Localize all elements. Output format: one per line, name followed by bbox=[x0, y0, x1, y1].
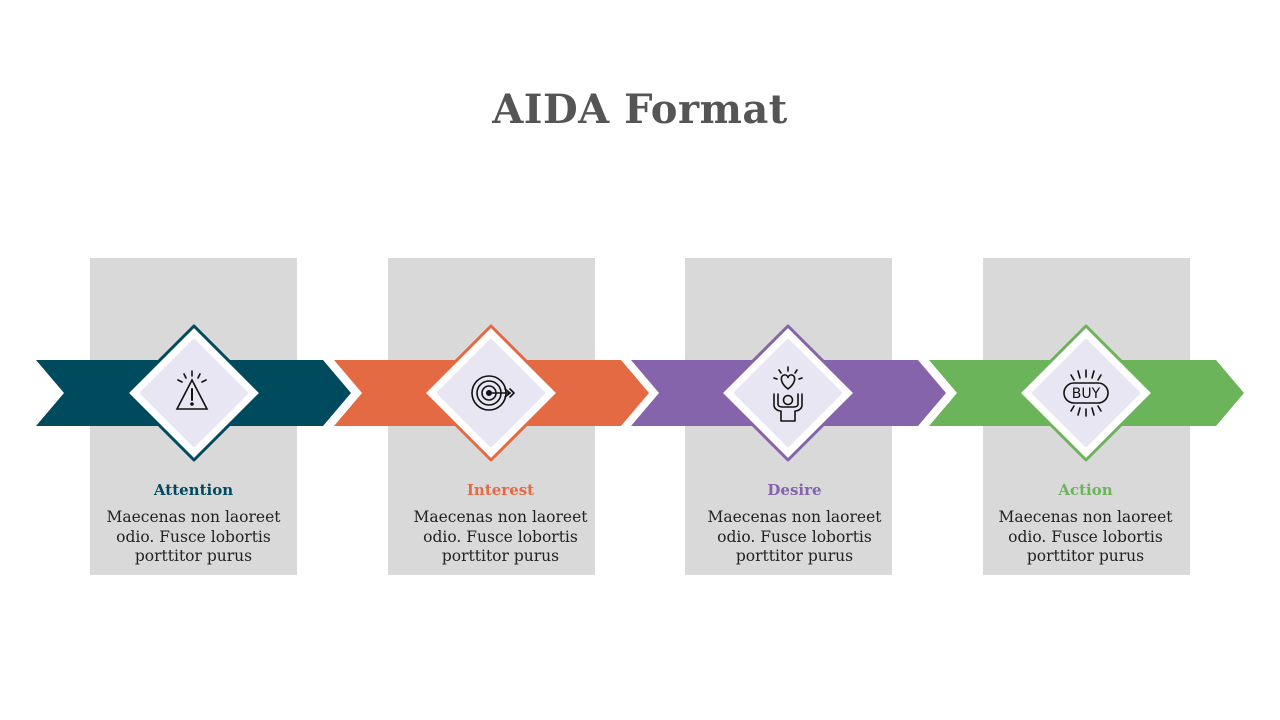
stage-heading-action: Action bbox=[1058, 481, 1113, 499]
stage-description-action: Maecenas non laoreet odio. Fusce loborti… bbox=[998, 508, 1173, 565]
warning-triangle-icon bbox=[152, 351, 232, 431]
page-title: AIDA Format bbox=[492, 86, 788, 133]
buy-button-icon: BUY bbox=[1046, 353, 1126, 433]
buy-icon-label: BUY bbox=[1072, 386, 1101, 402]
diamond-fill-attention bbox=[140, 339, 248, 447]
stage-heading-desire: Desire bbox=[767, 481, 822, 499]
target-dart-icon bbox=[451, 353, 531, 433]
diamond-fill-action bbox=[1032, 339, 1140, 447]
stage-description-interest: Maecenas non laoreet odio. Fusce loborti… bbox=[413, 508, 588, 565]
stage-description-attention: Maecenas non laoreet odio. Fusce loborti… bbox=[106, 508, 281, 565]
stage-heading-interest: Interest bbox=[466, 481, 535, 499]
stage-description-desire: Maecenas non laoreet odio. Fusce loborti… bbox=[707, 508, 882, 565]
heart-person-icon bbox=[748, 355, 828, 435]
stage-heading-attention: Attention bbox=[153, 481, 234, 499]
diamond-fill-desire bbox=[734, 339, 842, 447]
